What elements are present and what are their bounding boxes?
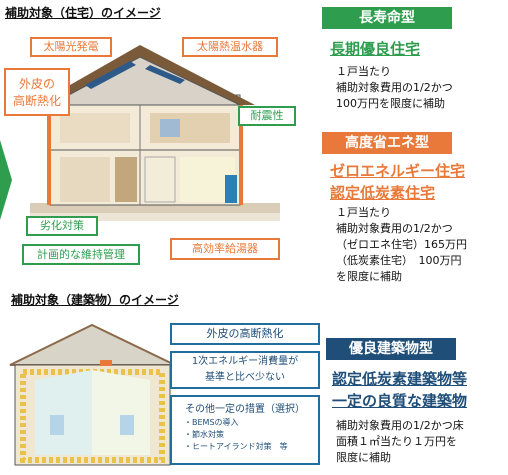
arrow-right-icon xyxy=(0,140,12,220)
energy-saving-title-2: 認定低炭素住宅 xyxy=(330,184,436,202)
label-primary-energy: 1次エネルギー消費量が 基準と比べ少ない xyxy=(170,351,320,389)
label-solar-power: 太陽光発電 xyxy=(30,37,112,57)
long-life-body: １戸当たり 補助対象費用の1/2かつ 100万円を限度に補助 xyxy=(336,65,453,110)
label-building-envelope: 外皮の高断熱化 xyxy=(170,323,320,345)
energy-saving-title-1: ゼロエネルギー住宅 xyxy=(330,162,466,180)
quality-building-title-1: 認定低炭素建築物等 xyxy=(332,370,468,388)
other-measures-box: その他一定の措置（選択） ・BEMSの導入 ・節水対策 ・ヒートアイランド対策 … xyxy=(170,395,320,465)
label-envelope-insulation: 外皮の 高断熱化 xyxy=(4,68,70,116)
other-measures-title: その他一定の措置（選択） xyxy=(185,404,305,415)
building-illustration xyxy=(9,323,176,466)
long-life-title: 長期優良住宅 xyxy=(330,40,421,58)
building-heading: 補助対象（建築物）のイメージ xyxy=(11,293,179,307)
label-water-heater: 高効率給湯器 xyxy=(170,238,280,260)
tag-long-life: 長寿命型 xyxy=(322,7,452,29)
energy-saving-body: １戸当たり 補助対象費用の1/2かつ （ゼロエネ住宅）165万円 （低炭素住宅）… xyxy=(336,206,467,283)
other-measures-item: ・節水対策 xyxy=(184,430,224,439)
tag-energy-saving: 高度省エネ型 xyxy=(322,132,452,154)
label-maintenance: 計画的な維持管理 xyxy=(22,244,140,265)
other-measures-item: ・ヒートアイランド対策 等 xyxy=(184,442,288,451)
label-seismic: 耐震性 xyxy=(238,106,296,126)
label-deterioration: 劣化対策 xyxy=(26,216,98,236)
tag-quality-building: 優良建築物型 xyxy=(326,338,456,360)
other-measures-item: ・BEMSの導入 xyxy=(184,418,239,427)
quality-building-title-2: 一定の良質な建築物 xyxy=(332,392,468,410)
label-solar-heater: 太陽熱温水器 xyxy=(182,37,278,57)
quality-building-body: 補助対象費用の1/2かつ床 面積１㎡当たり１万円を 限度に補助 xyxy=(336,419,464,464)
residential-heading: 補助対象（住宅）のイメージ xyxy=(5,6,161,20)
house-illustration xyxy=(30,45,280,221)
